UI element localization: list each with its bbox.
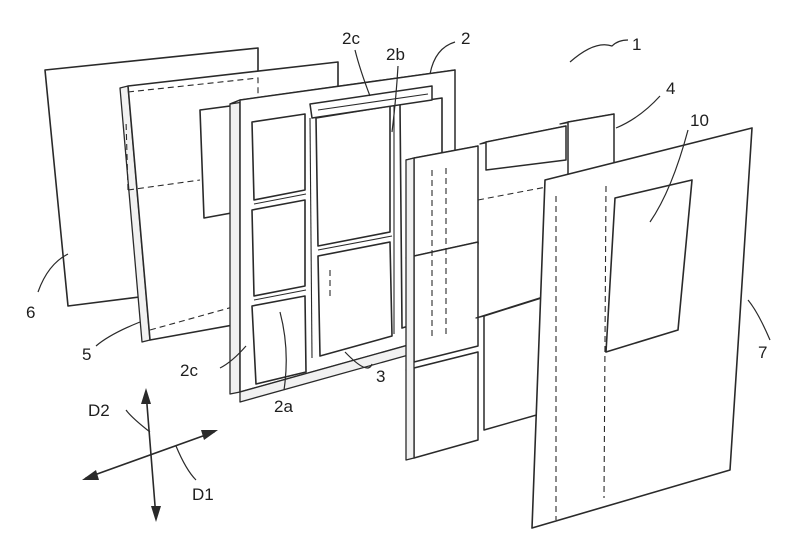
label-sheet-5: 5: [82, 345, 91, 364]
sheet-7: [531, 127, 753, 529]
opening-10: [605, 179, 693, 353]
label-side-rail-top: 2c: [342, 29, 360, 48]
label-direction-1: D1: [192, 485, 214, 504]
leader-lines: [37, 39, 771, 481]
label-sheet-7: 7: [758, 343, 767, 362]
label-panel-layer: 4: [666, 79, 675, 98]
label-assembly: 1: [632, 35, 641, 54]
label-sheet-6: 6: [26, 303, 35, 322]
label-group: 1 2 2c 2b 4 10 6 5 2c 2a 3 7 D2 D1: [26, 29, 767, 504]
label-direction-2: D2: [88, 401, 110, 420]
label-crossbar: 2a: [274, 397, 293, 416]
label-side-rail-left: 2c: [180, 361, 198, 380]
label-upright: 2b: [386, 45, 405, 64]
direction-arrows: [82, 388, 218, 522]
label-bay: 3: [376, 367, 385, 386]
label-frame: 2: [461, 29, 470, 48]
label-opening: 10: [690, 111, 709, 130]
